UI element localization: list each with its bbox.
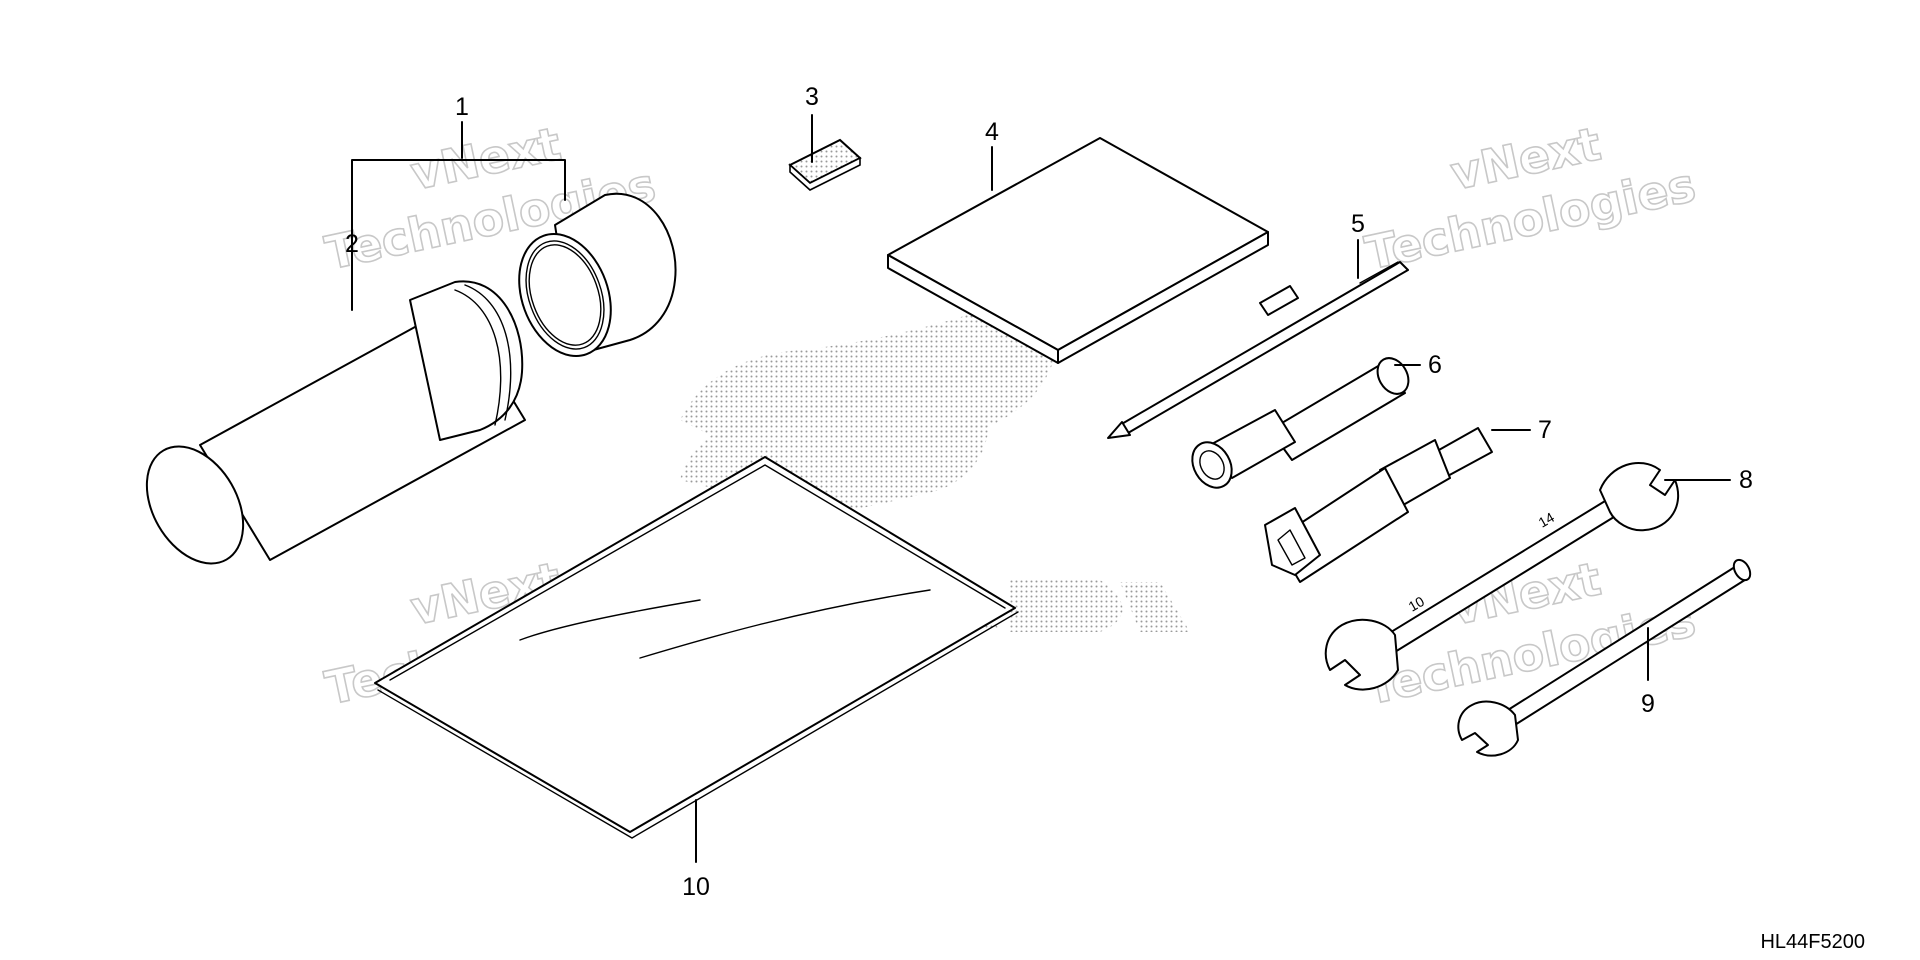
- screwdriver-drawing: [1107, 261, 1409, 439]
- wrench-mark-10: 10: [1406, 593, 1428, 615]
- callout-7: 7: [1538, 416, 1552, 444]
- callout-1: 1: [455, 93, 469, 121]
- tool-case-drawing: [145, 192, 677, 565]
- callout-6: 6: [1428, 351, 1442, 379]
- callout-9: 9: [1641, 690, 1655, 718]
- callout-2: 2: [345, 230, 359, 258]
- label-part-drawing: [788, 138, 862, 191]
- wrench-mark-14: 14: [1536, 509, 1558, 531]
- manual-drawing: [887, 137, 1269, 364]
- grip-drawing: [1191, 357, 1410, 489]
- callout-5: 5: [1351, 210, 1365, 238]
- callout-10: 10: [682, 873, 710, 901]
- callout-8: 8: [1739, 466, 1753, 494]
- plug-wrench-drawing: [1264, 427, 1493, 583]
- diagram-code: HL44F5200: [1760, 931, 1865, 953]
- leader-lines: [351, 114, 1731, 863]
- wrench-10x14-drawing: 14 10: [1324, 461, 1680, 691]
- document-bag-drawing: [374, 456, 1019, 839]
- small-wrench-drawing: [1457, 558, 1752, 757]
- callout-4: 4: [985, 118, 999, 146]
- callout-labels: 1 2 3 4 5 6 7 8 9 10: [345, 83, 1753, 901]
- callout-3: 3: [805, 83, 819, 111]
